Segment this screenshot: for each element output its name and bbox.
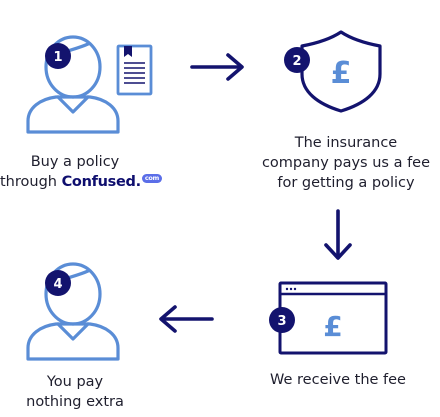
step-2-caption-line: company pays us a fee (261, 155, 431, 171)
step-1-person-icon (26, 35, 120, 134)
svg-text:2: 2 (292, 54, 301, 69)
step-3-number-badge: 3 (269, 307, 295, 333)
shield-icon: £ (300, 30, 382, 113)
step-4-number-badge: 4 (45, 270, 71, 296)
step-4-person-icon (26, 262, 120, 361)
step-4-caption: You pay nothing extra (0, 372, 150, 412)
step-3-caption: We receive the fee (250, 370, 426, 390)
svg-text:3: 3 (277, 314, 286, 329)
step-2-caption-line: for getting a policy (277, 175, 415, 191)
svg-text:4: 4 (53, 277, 62, 292)
browser-window-icon: £ (278, 281, 388, 355)
arrow-left-icon (159, 305, 214, 333)
step-4-caption-line: nothing extra (26, 394, 124, 410)
step-2-number-badge: 2 (284, 47, 310, 73)
step-1-caption-line: through Confused.com (0, 172, 163, 192)
step-1-caption: Buy a policy through Confused.com (0, 152, 163, 192)
pound-symbol-icon: £ (331, 56, 352, 91)
step-2-caption: The insurance company pays us a fee for … (258, 133, 434, 193)
step-1-caption-prefix: through (0, 174, 57, 190)
step-2-caption-line: The insurance (294, 135, 398, 151)
svg-text:1: 1 (53, 50, 62, 65)
document-icon (116, 44, 153, 96)
pound-symbol-icon: £ (323, 310, 342, 343)
step-3-caption-line: We receive the fee (270, 372, 406, 388)
arrow-down-icon (324, 209, 352, 260)
confused-logo-badge: com (141, 174, 163, 183)
step-1-number-badge: 1 (45, 43, 71, 69)
arrow-right-icon (190, 53, 244, 81)
confused-logo: Confused.com (62, 174, 163, 190)
step-1-caption-line: Buy a policy (30, 154, 120, 170)
step-4-caption-line: You pay (46, 374, 104, 390)
